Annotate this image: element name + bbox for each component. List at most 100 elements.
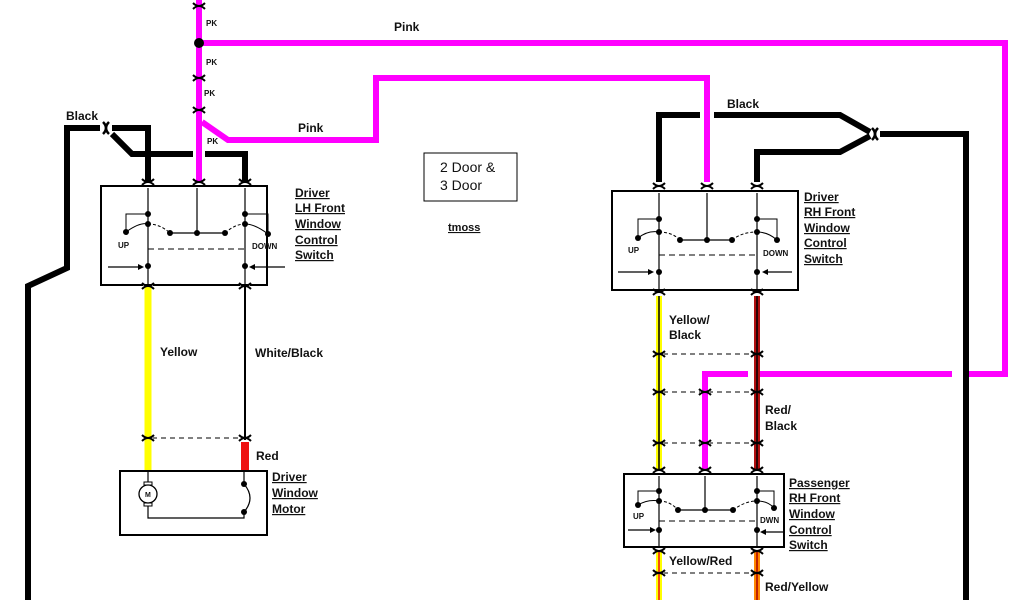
passenger-down-label: DWN (760, 516, 779, 525)
connector-glyph (141, 282, 155, 290)
title-line-1: 2 Door & (440, 159, 496, 175)
connector-glyph (698, 466, 712, 474)
connector-glyph (750, 182, 764, 190)
connector-glyph (192, 178, 206, 186)
connector-glyph (652, 466, 666, 474)
connector-glyph (141, 178, 155, 186)
connector-glyph (102, 121, 110, 135)
lh-switch: UP DOWN (100, 185, 285, 286)
pink-top-wire (199, 40, 1008, 377)
black-right-ground-wire (880, 131, 969, 600)
connector-glyph (652, 547, 666, 555)
rh-harness-wires (656, 296, 760, 600)
connector-glyph (652, 182, 666, 190)
connector-glyph (700, 182, 714, 190)
black-label-left: Black (66, 109, 98, 123)
passenger-switch-box (623, 473, 785, 548)
passenger-switch-label-2: RH Front (789, 491, 840, 505)
rh-switch-label-1: Driver (804, 190, 839, 204)
pk-label-lower: PK (204, 89, 215, 98)
connector-glyph (652, 569, 666, 577)
motor-label-1: Driver (272, 470, 307, 484)
author-label: tmoss (448, 222, 480, 234)
title-box: 2 Door & 3 Door tmoss (423, 152, 518, 234)
yellow-black-label-2: Black (669, 328, 701, 342)
connector-glyph (238, 282, 252, 290)
passenger-switch-label-1: Passenger (789, 476, 850, 490)
connector-glyph (750, 288, 764, 296)
black-left-bridge-2 (205, 151, 248, 182)
black-left-to-switch (112, 125, 151, 182)
connector-glyph (750, 350, 764, 358)
connector-glyph (652, 288, 666, 296)
connector-glyph (750, 388, 764, 396)
lh-switch-label-4: Control (295, 233, 338, 247)
driver-window-motor: M (119, 470, 268, 536)
connector-glyph (871, 127, 879, 141)
passenger-switch-label-3: Window (789, 507, 836, 521)
black-right-wire-b (714, 112, 872, 135)
lh-switch-label-2: LH Front (295, 201, 345, 215)
connector-glyph (750, 547, 764, 555)
motor-label-3: Motor (272, 502, 306, 516)
pk-splice-dot (194, 38, 204, 48)
passenger-switch: UP DWN (623, 473, 785, 548)
pk-label-mid: PK (206, 58, 217, 67)
connector-glyph (750, 569, 764, 577)
connector-glyph (192, 106, 206, 114)
motor-m-label: M (145, 492, 151, 499)
black-wires (25, 112, 969, 600)
wire-labels: PK PK PK PK Pink Pink Black Black Yellow… (66, 19, 829, 594)
connector-glyph (238, 434, 252, 442)
yellow-label: Yellow (160, 345, 198, 359)
connector-glyph (698, 439, 712, 447)
connector-glyph (698, 388, 712, 396)
connector-glyph (750, 466, 764, 474)
connector-glyph (238, 178, 252, 186)
lh-down-label: DOWN (252, 242, 278, 251)
connector-glyph (192, 2, 206, 10)
pink-passenger-feed (702, 371, 748, 470)
connector-glyph (652, 439, 666, 447)
rh-up-label: UP (628, 246, 640, 255)
red-yellow-label: Red/Yellow (765, 580, 829, 594)
red-black-label-2: Black (765, 419, 797, 433)
connector-glyph (141, 434, 155, 442)
motor-box (119, 470, 268, 536)
lh-switch-box (100, 185, 268, 286)
connector-glyph (652, 350, 666, 358)
yellow-red-label: Yellow/Red (669, 554, 732, 568)
rh-switch-label-3: Window (804, 221, 851, 235)
rh-switch-box (611, 190, 799, 291)
connector-glyph (750, 439, 764, 447)
passenger-switch-label-5: Switch (789, 538, 828, 552)
connector-glyph (192, 74, 206, 82)
pk-label-bottom: PK (207, 137, 218, 146)
connectors (102, 2, 879, 577)
black-label-right: Black (727, 97, 759, 111)
rh-switch: UP DOWN (611, 190, 799, 291)
passenger-switch-label-4: Control (789, 523, 832, 537)
pk-label-top: PK (206, 19, 217, 28)
pink-mid-wire (200, 75, 710, 182)
title-line-2: 3 Door (440, 177, 482, 193)
pink-wires (194, 0, 1008, 470)
black-left-bridge (109, 131, 193, 157)
red-label: Red (256, 449, 279, 463)
pink-label-top: Pink (394, 20, 420, 34)
title-box-frame (423, 152, 518, 202)
black-right-wire-c (754, 133, 872, 182)
connector-glyph (652, 388, 666, 396)
component-labels: Driver LH Front Window Control Switch Dr… (272, 186, 855, 552)
yellow-black-label-1: Yellow/ (669, 313, 710, 327)
white-black-label: White/Black (255, 346, 323, 360)
passenger-up-label: UP (633, 512, 645, 521)
lh-switch-label-3: Window (295, 217, 342, 231)
pink-label-mid: Pink (298, 121, 324, 135)
black-left-ground-wire (25, 125, 100, 600)
red-black-label-1: Red/ (765, 403, 792, 417)
lh-switch-label-5: Switch (295, 248, 334, 262)
lh-up-label: UP (118, 241, 130, 250)
rh-down-label: DOWN (763, 249, 789, 258)
